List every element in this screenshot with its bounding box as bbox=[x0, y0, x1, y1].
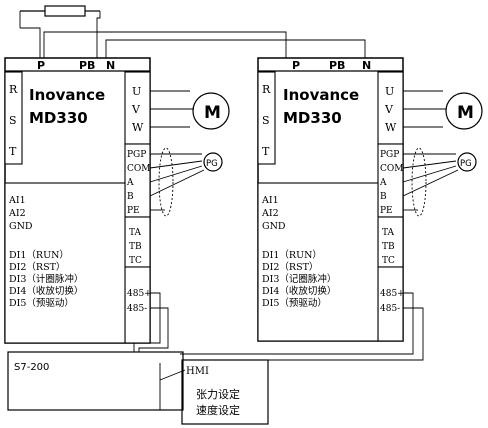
drive-left-io-block bbox=[4, 182, 126, 344]
encoder-left-label: PG bbox=[206, 159, 218, 169]
drive-left-terminal-pgp: PGP bbox=[127, 150, 146, 160]
drive-right-relay-block bbox=[377, 216, 404, 268]
plc-label: S7-200 bbox=[14, 362, 49, 373]
drive-left-terminal-p: P bbox=[37, 59, 45, 72]
drive-left-encoder-block bbox=[124, 143, 151, 218]
drive-right-terminal-r: R bbox=[262, 83, 271, 96]
plc-s7-200: S7-200 bbox=[7, 351, 184, 411]
hmi-speed-setting: 速度设定 bbox=[196, 403, 240, 417]
drive-left-terminal-v: V bbox=[131, 103, 141, 116]
plc-box bbox=[7, 351, 184, 411]
drive-left-comm-block bbox=[124, 266, 151, 344]
drive-right-terminal-pe: PE bbox=[380, 206, 393, 216]
drive-left-brand: Inovance bbox=[29, 86, 105, 104]
drive-right-terminal-a: A bbox=[379, 178, 387, 188]
drive-right-input-block bbox=[257, 71, 276, 165]
drive-right-comm-block bbox=[377, 266, 404, 342]
drive-right-terminal-ai2: AI2 bbox=[261, 208, 279, 219]
motor-left-label: M bbox=[204, 103, 221, 123]
drive-left: P PB N R S T Inovance MD330 U V W PGP CO… bbox=[4, 57, 152, 344]
drive-right-terminal-di5: DI5（预驱动） bbox=[262, 297, 327, 309]
hmi-box bbox=[181, 359, 269, 425]
drive-left-terminal-n: N bbox=[106, 59, 115, 72]
drive-right-terminal-pgp: PGP bbox=[380, 150, 399, 160]
motor-left-icon bbox=[192, 92, 230, 130]
braking-resistor bbox=[20, 5, 100, 17]
drive-left-model: MD330 bbox=[29, 109, 88, 127]
drive-left-terminal-tb: TB bbox=[129, 242, 142, 252]
drive-right-terminal-di2: DI2（RST） bbox=[262, 261, 318, 273]
drive-left-terminal-com: COM bbox=[127, 164, 150, 174]
drive-right-terminal-com: COM bbox=[380, 164, 403, 174]
drive-left-terminal-u: U bbox=[132, 85, 141, 98]
drive-right-terminal-gnd: GND bbox=[262, 221, 286, 232]
drive-left-terminal-b: B bbox=[127, 192, 134, 202]
drive-left-terminal-gnd: GND bbox=[9, 221, 33, 232]
dc-bus-wiring bbox=[19, 11, 366, 58]
drive-left-terminal-di3: DI3（计圈脉冲） bbox=[9, 273, 83, 285]
drive-right-terminal-ta: TA bbox=[382, 228, 395, 238]
motor-right-label: M bbox=[457, 103, 474, 123]
drive-left-terminal-di2: DI2（RST） bbox=[9, 261, 65, 273]
drive-right-terminal-w: W bbox=[385, 121, 397, 134]
drive-right-terminal-n: N bbox=[362, 59, 371, 72]
drive-left-terminal-pe: PE bbox=[127, 206, 140, 216]
drive-right-terminal-ai1: AI1 bbox=[261, 195, 279, 206]
drive-right-terminal-485p: 485+ bbox=[380, 289, 405, 299]
drive-left-terminal-di4: DI4（收放切换） bbox=[9, 285, 83, 297]
drive-left-terminal-w: W bbox=[132, 121, 144, 134]
drive-right-terminal-di1: DI1（RUN） bbox=[262, 249, 322, 261]
drive-right-terminal-di3: DI3（记圈脉冲） bbox=[262, 273, 336, 285]
encoder-left-icon bbox=[203, 152, 223, 172]
drive-right-terminal-s: S bbox=[262, 114, 270, 127]
drive-left-terminal-a: A bbox=[126, 178, 134, 188]
hmi-label: HMI bbox=[186, 366, 209, 377]
encoder-right-label: PG bbox=[460, 159, 472, 169]
drive-left-terminal-pb: PB bbox=[79, 59, 95, 72]
hmi-panel: HMI 张力设定 速度设定 bbox=[181, 359, 269, 425]
drive-right-model: MD330 bbox=[283, 109, 342, 127]
drive-left-input-block bbox=[4, 71, 23, 165]
drive-left-terminal-485n: 485- bbox=[127, 304, 147, 314]
drive-left-terminal-ai2: AI2 bbox=[8, 208, 26, 219]
drive-left-output-block bbox=[124, 71, 151, 145]
drive-right: P PB N R S T Inovance MD330 U V W PGP CO… bbox=[257, 57, 405, 342]
drive-right-terminal-v: V bbox=[384, 103, 394, 116]
drive-left-terminal-ta: TA bbox=[129, 228, 142, 238]
encoder-left: PG bbox=[149, 147, 223, 217]
drive-right-terminal-di4: DI4（收放切换） bbox=[262, 285, 336, 297]
encoder-right-icon bbox=[457, 152, 477, 172]
drive-right-terminal-485n: 485- bbox=[380, 304, 400, 314]
hmi-tension-setting: 张力设定 bbox=[196, 387, 240, 401]
drive-right-terminal-u: U bbox=[385, 85, 394, 98]
drive-right-brand: Inovance bbox=[283, 86, 359, 104]
drive-left-terminal-tc: TC bbox=[129, 256, 142, 266]
drive-right-output-block bbox=[377, 71, 404, 145]
drive-right-io-block bbox=[257, 182, 379, 342]
drive-left-terminal-r: R bbox=[9, 83, 18, 96]
motor-right-icon bbox=[445, 92, 483, 130]
drive-right-terminal-p: P bbox=[292, 59, 300, 72]
drive-left-terminal-s: S bbox=[9, 114, 17, 127]
encoder-right: PG bbox=[402, 147, 477, 217]
drive-right-terminal-b: B bbox=[380, 192, 387, 202]
drive-right-terminal-t: T bbox=[262, 145, 270, 158]
drive-left-terminal-ai1: AI1 bbox=[8, 195, 26, 206]
drive-right-terminal-tc: TC bbox=[382, 256, 395, 266]
drive-right-terminal-tb: TB bbox=[382, 242, 395, 252]
drive-left-terminal-t: T bbox=[9, 145, 17, 158]
motor-left: M bbox=[150, 90, 230, 130]
drive-left-terminal-di1: DI1（RUN） bbox=[9, 249, 69, 261]
drive-left-terminal-di5: DI5（预驱动） bbox=[9, 297, 74, 309]
rs485-wiring bbox=[133, 292, 424, 410]
drive-left-terminal-485p: 485+ bbox=[127, 289, 152, 299]
drive-right-terminal-pb: PB bbox=[329, 59, 345, 72]
motor-right: M bbox=[403, 90, 483, 130]
